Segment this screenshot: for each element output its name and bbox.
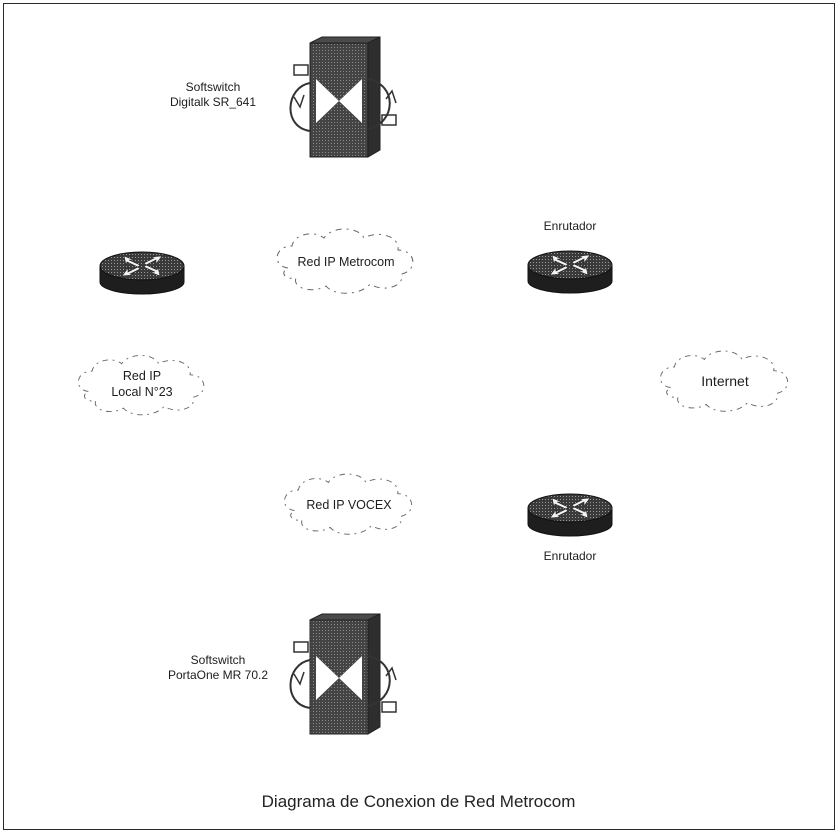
cloud-icon — [276, 228, 414, 294]
cloud-label-line1: Red IP — [122, 369, 162, 383]
softswitch-label-line1: Softswitch — [190, 653, 246, 667]
softswitch-label-line2: Digitalk SR_641 — [169, 95, 257, 109]
softswitch-label-line2: PortaOne MR 70.2 — [167, 668, 269, 682]
cloud-label-line1: Internet — [701, 373, 749, 389]
cloud-icon — [284, 473, 413, 535]
softswitch-icon — [289, 36, 397, 158]
router-icon — [99, 251, 185, 295]
cloud-label-line1: Red IP VOCEX — [306, 498, 392, 512]
diagram-frame — [3, 3, 835, 830]
router-icon — [527, 250, 613, 294]
diagram-caption: Diagrama de Conexion de Red Metrocom — [261, 792, 576, 811]
cloud-label-line1: Red IP Metrocom — [297, 255, 395, 269]
cloud-label: Internet — [650, 373, 800, 389]
router-icon — [527, 493, 613, 537]
router-label: Enrutador — [543, 549, 597, 563]
softswitch-label-line1: Softswitch — [185, 80, 241, 94]
cloud-label: Red IP VOCEX — [274, 497, 424, 513]
cloud-icon — [660, 350, 789, 412]
router-label: Enrutador — [543, 219, 597, 233]
softswitch-icon — [289, 613, 397, 735]
softswitch-label: Softswitch PortaOne MR 70.2 — [158, 653, 278, 683]
softswitch-label: Softswitch Digitalk SR_641 — [158, 80, 268, 110]
cloud-icon — [77, 354, 205, 416]
cloud-label-line2: Local N°23 — [111, 385, 173, 399]
cloud-label: Red IP Metrocom — [266, 254, 426, 270]
cloud-label: Red IP Local N°23 — [68, 368, 216, 400]
